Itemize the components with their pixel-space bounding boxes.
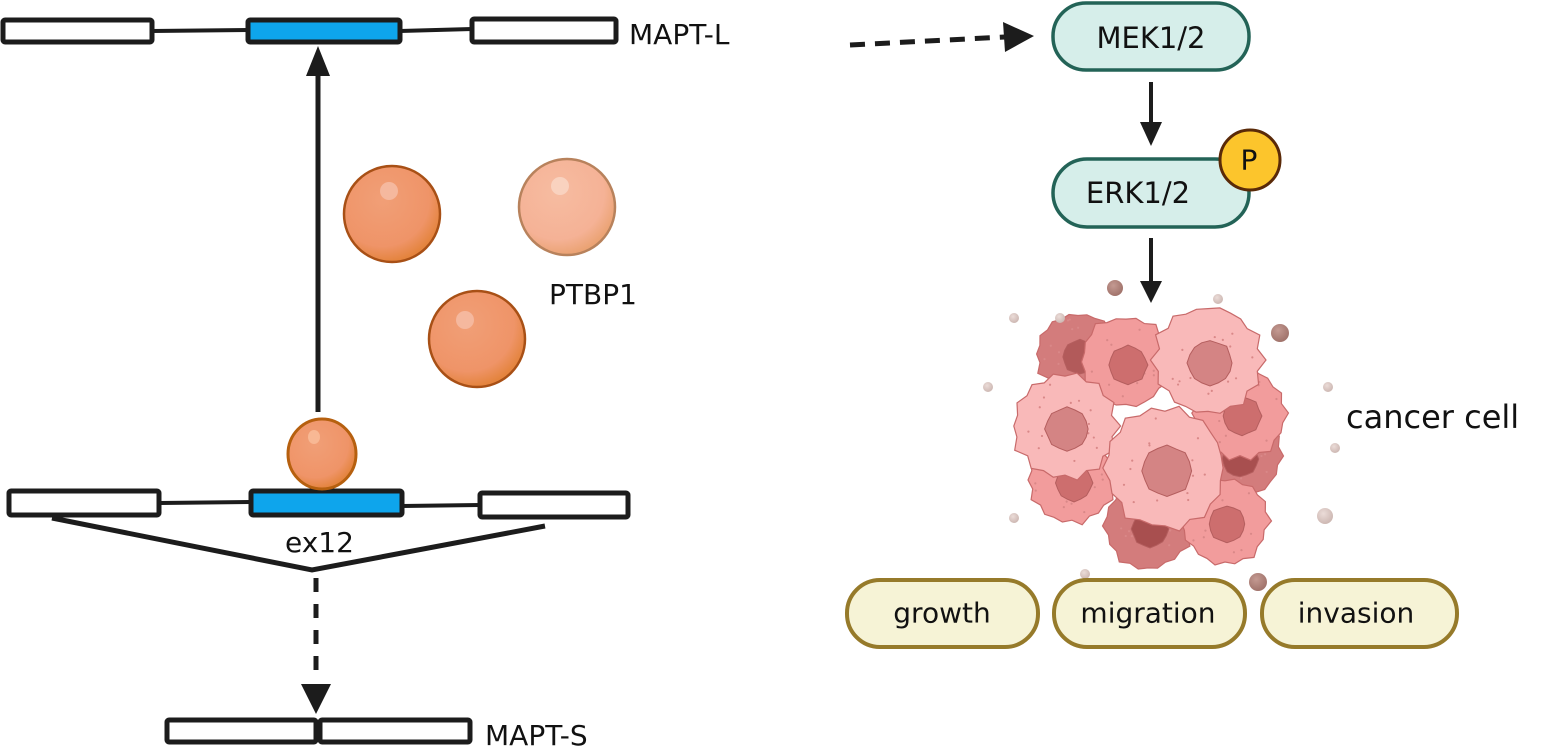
ptbp1-label: PTBP1 <box>549 278 637 311</box>
debris-particle <box>1249 573 1267 591</box>
debris-particle <box>1107 280 1123 296</box>
ptbp1-bound <box>286 417 358 491</box>
outcome-invasion: invasion <box>1260 578 1459 649</box>
outcome-growth: growth <box>845 578 1040 649</box>
cancer-cell <box>1013 372 1122 481</box>
phospho-label: P <box>1241 144 1258 177</box>
exon-downstream <box>469 16 619 45</box>
intron-line <box>159 500 251 505</box>
outcome-label: invasion <box>1298 597 1415 630</box>
debris-particle <box>1080 569 1090 579</box>
debris-particle <box>1009 513 1019 523</box>
pre-mrna-transcript: ex12 <box>6 488 631 573</box>
erk-cancer-arrowhead <box>1140 281 1162 303</box>
debris-particle <box>1055 313 1065 323</box>
ptbp1-protein <box>517 157 617 257</box>
mek-label: MEK1/2 <box>1096 21 1205 55</box>
exon-skipping-junction <box>51 515 546 573</box>
exon-12 <box>248 488 405 518</box>
pathway-dashed-arrow <box>849 34 1006 48</box>
debris-particle <box>1330 443 1340 453</box>
outcome-label: growth <box>893 597 990 630</box>
debris-particle <box>1271 324 1289 342</box>
debris-particle <box>1213 294 1223 304</box>
debris-particle <box>1317 508 1333 524</box>
exon-upstream <box>0 17 155 45</box>
exon-upstream <box>164 717 319 745</box>
exon-12-included <box>245 17 403 45</box>
intron-line <box>401 503 481 508</box>
debris-particle <box>1323 382 1333 392</box>
cancer-cell-cluster <box>983 280 1340 591</box>
cancer-cell <box>1102 405 1224 532</box>
ptbp1-protein <box>342 164 442 264</box>
cancer-cell <box>1149 307 1267 414</box>
exon-upstream <box>6 488 162 518</box>
erk-label: ERK1/2 <box>1086 176 1190 210</box>
outcome-migration: migration <box>1052 578 1247 649</box>
debris-particle <box>983 382 993 392</box>
mek-erk-arrowhead <box>1140 122 1162 146</box>
exon-12-label: ex12 <box>285 526 354 559</box>
pathway-dashed-arrowhead <box>1003 22 1034 52</box>
mapt-long-label: MAPT-L <box>629 18 730 51</box>
outcome-label: migration <box>1080 597 1215 630</box>
erk-node: ERK1/2 <box>1051 157 1251 229</box>
intron-line <box>399 27 473 33</box>
ptbp1-protein <box>427 289 527 389</box>
phosphorylation-badge: P <box>1218 128 1282 192</box>
intron-line <box>151 28 249 33</box>
exon-downstream <box>317 717 473 745</box>
skipping-arrowhead <box>301 684 331 714</box>
inclusion-arrowhead <box>306 46 330 76</box>
exon-downstream <box>477 490 631 520</box>
mek-node: MEK1/2 <box>1051 1 1251 72</box>
mapt-short-label: MAPT-S <box>485 719 588 752</box>
mapt-long-transcript: MAPT-L <box>0 16 730 51</box>
cancer-cell-label: cancer cell <box>1346 398 1519 436</box>
mapt-short-transcript: MAPT-S <box>164 717 588 752</box>
debris-particle <box>1009 313 1019 323</box>
cancer-cell <box>1080 317 1175 408</box>
